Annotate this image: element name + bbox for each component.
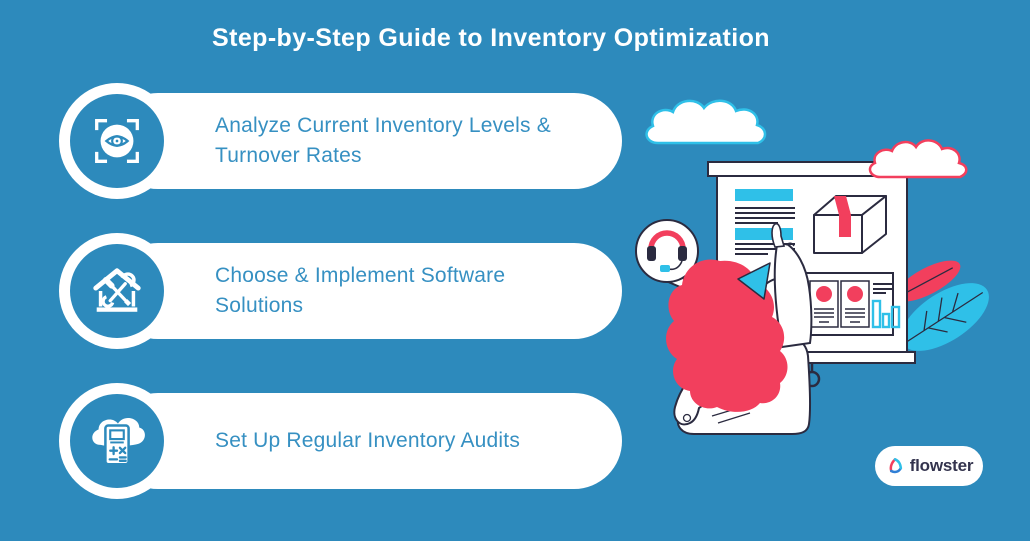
woman-raised-arm xyxy=(773,242,813,349)
eye-scan-icon xyxy=(95,119,139,163)
step-2-pill: Choose & Implement Software Solutions xyxy=(110,243,622,339)
step-1-icon-disc xyxy=(70,94,164,188)
flowster-logo: flowster xyxy=(875,446,983,486)
page-title: Step-by-Step Guide to Inventory Optimiza… xyxy=(212,24,770,52)
step-1-pill: Analyze Current Inventory Levels & Turno… xyxy=(110,93,622,189)
report-panel-icon xyxy=(802,272,901,336)
woman-pointing-finger xyxy=(771,222,786,248)
presentation-illustration xyxy=(620,85,1030,485)
step-3-icon-disc xyxy=(70,394,164,488)
logo-wordmark: flowster xyxy=(909,456,974,475)
cyan-cloud-icon xyxy=(645,99,767,145)
presentation-illustration-svg xyxy=(635,99,989,435)
step-1-icon-badge xyxy=(59,83,175,199)
step-2-label: Choose & Implement Software Solutions xyxy=(215,263,506,317)
step-3-label: Set Up Regular Inventory Audits xyxy=(215,428,521,452)
step-3-icon-badge xyxy=(59,383,175,499)
step-row-1: Analyze Current Inventory Levels & Turno… xyxy=(0,0,640,199)
house-tools-icon xyxy=(93,268,141,312)
step-row-3: Set Up Regular Inventory Audits xyxy=(0,0,640,499)
step-row-2: Choose & Implement Software Solutions xyxy=(0,0,640,349)
step-2-icon-disc xyxy=(70,244,164,338)
step-2-icon-badge xyxy=(59,233,175,349)
presenter-woman-figure xyxy=(666,222,813,435)
flowster-triangle-icon xyxy=(889,458,902,474)
pink-cloud-icon xyxy=(868,139,968,179)
leaf-icons xyxy=(895,260,989,351)
paper-plane-icon xyxy=(737,262,771,300)
cloud-calculator-icon xyxy=(92,418,145,466)
woman-hair xyxy=(666,259,788,412)
bar-chart-icon xyxy=(871,299,901,329)
package-box-icon xyxy=(813,195,887,254)
step-3-pill: Set Up Regular Inventory Audits xyxy=(110,393,622,489)
step-1-label: Analyze Current Inventory Levels & Turno… xyxy=(215,113,551,167)
